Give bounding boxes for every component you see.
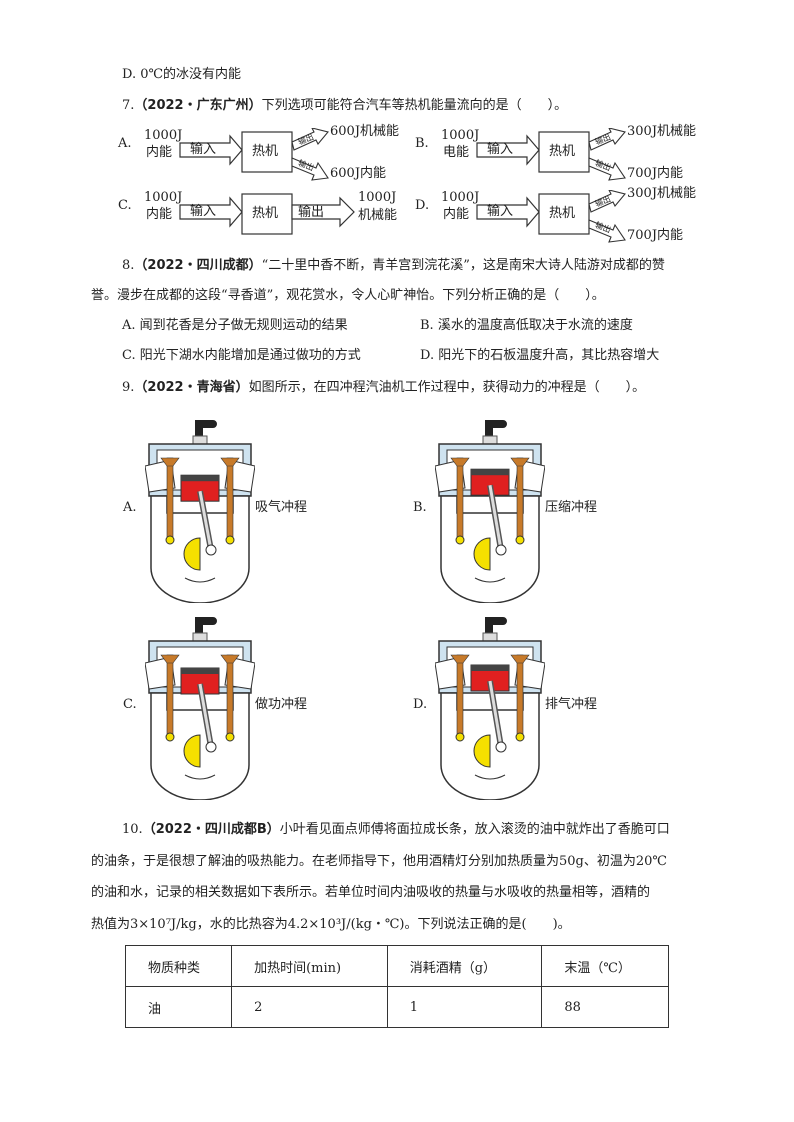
header-cell: 物质种类 bbox=[124, 945, 233, 987]
engine-stroke-label: 吸气冲程 bbox=[255, 500, 308, 515]
q8-option-c: C. 阳光下湖水内能增加是通过做功的方式 bbox=[122, 348, 361, 363]
table-header-row: 物质种类 加热时间(min) 消耗酒精（g） 末温（℃） bbox=[124, 945, 669, 987]
output-label: 600J内能 bbox=[330, 166, 387, 181]
data-table: 物质种类 加热时间(min) 消耗酒精（g） 末温（℃） 油 2 1 88 bbox=[124, 945, 669, 1028]
engine-option-letter: A. bbox=[123, 500, 137, 515]
table-cell: 油 bbox=[124, 986, 233, 1028]
engine-diagram bbox=[434, 418, 546, 604]
flow-arrows bbox=[476, 128, 626, 181]
option-letter: A. bbox=[118, 136, 132, 151]
input-energy-type: 内能 bbox=[146, 145, 173, 160]
q-source: （2022・青海省） bbox=[134, 380, 249, 395]
input-amount: 1000J bbox=[144, 128, 183, 143]
engine-option-letter: C. bbox=[123, 697, 137, 712]
heat-engine-box: 热机 bbox=[252, 206, 279, 221]
q-number: 10. bbox=[122, 822, 143, 837]
output-label: 300J机械能 bbox=[627, 124, 697, 139]
engine-diagram bbox=[144, 615, 256, 801]
heat-engine-box: 热机 bbox=[549, 206, 576, 221]
q10-line4: 热值为3×10⁷J/kg，水的比热容为4.2×10³J/(kg・℃)。下列说法正… bbox=[91, 917, 571, 932]
q-text: “二十里中香不断，青羊宫到浣花溪”，这是南宋大诗人陆游对成都的赞 bbox=[261, 258, 665, 273]
table-cell: 2 bbox=[231, 986, 388, 1028]
engine-stroke-label: 压缩冲程 bbox=[545, 500, 598, 515]
output-label: 700J内能 bbox=[627, 166, 684, 181]
flow-arrows bbox=[179, 128, 329, 181]
input-energy-type: 内能 bbox=[443, 207, 470, 222]
q6-option-d: D. 0℃的冰没有内能 bbox=[122, 67, 242, 82]
option-letter: C. bbox=[118, 198, 132, 213]
heat-engine-box: 热机 bbox=[549, 144, 576, 159]
q-number: 9. bbox=[122, 380, 135, 395]
header-cell: 消耗酒精（g） bbox=[386, 945, 543, 987]
four-stroke-engine-icon bbox=[144, 420, 256, 604]
q-number: 8. bbox=[122, 258, 135, 273]
four-stroke-engine-icon bbox=[434, 420, 546, 604]
input-arrow-label: 输入 bbox=[487, 204, 514, 219]
engine-diagram bbox=[434, 615, 546, 801]
q8-option-a: A. 闻到花香是分子做无规则运动的结果 bbox=[122, 318, 348, 333]
q7-stem: 7.（2022・广东广州）下列选项可能符合汽车等热机能量流向的是（ ）。 bbox=[122, 98, 567, 114]
q-text: 如图所示，在四冲程汽油机工作过程中，获得动力的冲程是（ ）。 bbox=[248, 380, 646, 395]
input-energy-type: 电能 bbox=[443, 145, 470, 160]
output-label: 300J机械能 bbox=[627, 186, 697, 201]
option-letter: D. bbox=[415, 198, 430, 213]
q10-line3: 的油和水，记录的相关数据如下表所示。若单位时间内油吸收的热量与水吸收的热量相等，… bbox=[91, 885, 651, 900]
four-stroke-engine-icon bbox=[434, 617, 546, 801]
table-row: 油 2 1 88 bbox=[124, 986, 669, 1028]
output-label: 600J机械能 bbox=[330, 124, 400, 139]
header-cell: 加热时间(min) bbox=[231, 945, 388, 987]
q-source: （2022・四川成都） bbox=[134, 258, 262, 273]
q-text: 小叶看见面点师傅将面拉成长条，放入滚烫的油中就炸出了香脆可口 bbox=[279, 822, 670, 837]
q8-line2: 誉。漫步在成都的这段“寻香道”，观花赏水，令人心旷神怡。下列分析正确的是（ ）。 bbox=[91, 288, 605, 303]
engine-stroke-label: 做功冲程 bbox=[255, 697, 308, 712]
engine-option-letter: B. bbox=[413, 500, 427, 515]
input-amount: 1000J bbox=[144, 190, 183, 205]
output-label: 700J内能 bbox=[627, 228, 684, 243]
q-number: 7. bbox=[122, 98, 135, 113]
engine-diagram bbox=[144, 418, 256, 604]
engine-option-letter: D. bbox=[413, 697, 428, 712]
q9-stem: 9.（2022・青海省）如图所示，在四冲程汽油机工作过程中，获得动力的冲程是（ … bbox=[122, 380, 645, 396]
four-stroke-engine-icon bbox=[144, 617, 256, 801]
q-source: （2022・四川成都B） bbox=[142, 822, 280, 837]
table-cell: 88 bbox=[541, 986, 669, 1028]
input-amount: 1000J bbox=[441, 190, 480, 205]
table-cell: 1 bbox=[386, 986, 543, 1028]
input-energy-type: 内能 bbox=[146, 207, 173, 222]
q10-line2: 的油条，于是很想了解油的吸热能力。在老师指导下，他用酒精灯分别加热质量为50g、… bbox=[91, 854, 667, 869]
header-cell: 末温（℃） bbox=[541, 945, 669, 987]
flow-arrows bbox=[179, 193, 355, 235]
output-arrow-label: 输出 bbox=[298, 205, 325, 220]
input-arrow-label: 输入 bbox=[190, 204, 217, 219]
heat-engine-box: 热机 bbox=[252, 144, 279, 159]
q8-option-b: B. 溪水的温度高低取决于水流的速度 bbox=[420, 318, 633, 333]
q-source: （2022・广东广州） bbox=[134, 98, 262, 113]
energy-flow-diagram: C. 1000J 内能 输入 热机 输出 1000J 机械能 bbox=[118, 190, 398, 246]
engine-stroke-label: 排气冲程 bbox=[545, 697, 598, 712]
q-text: 下列选项可能符合汽车等热机能量流向的是（ ）。 bbox=[261, 98, 568, 113]
q10-line1: 10.（2022・四川成都B）小叶看见面点师傅将面拉成长条，放入滚烫的油中就炸出… bbox=[122, 822, 670, 838]
output-amount: 1000J bbox=[358, 190, 397, 205]
output-energy-type: 机械能 bbox=[358, 208, 398, 223]
input-arrow-label: 输入 bbox=[487, 142, 514, 157]
q8-line1: 8.（2022・四川成都）“二十里中香不断，青羊宫到浣花溪”，这是南宋大诗人陆游… bbox=[122, 258, 665, 274]
input-arrow-label: 输入 bbox=[190, 142, 217, 157]
flow-arrows bbox=[476, 190, 626, 243]
q8-option-d: D. 阳光下的石板温度升高，其比热容增大 bbox=[420, 348, 660, 363]
option-letter: B. bbox=[415, 136, 429, 151]
input-amount: 1000J bbox=[441, 128, 480, 143]
